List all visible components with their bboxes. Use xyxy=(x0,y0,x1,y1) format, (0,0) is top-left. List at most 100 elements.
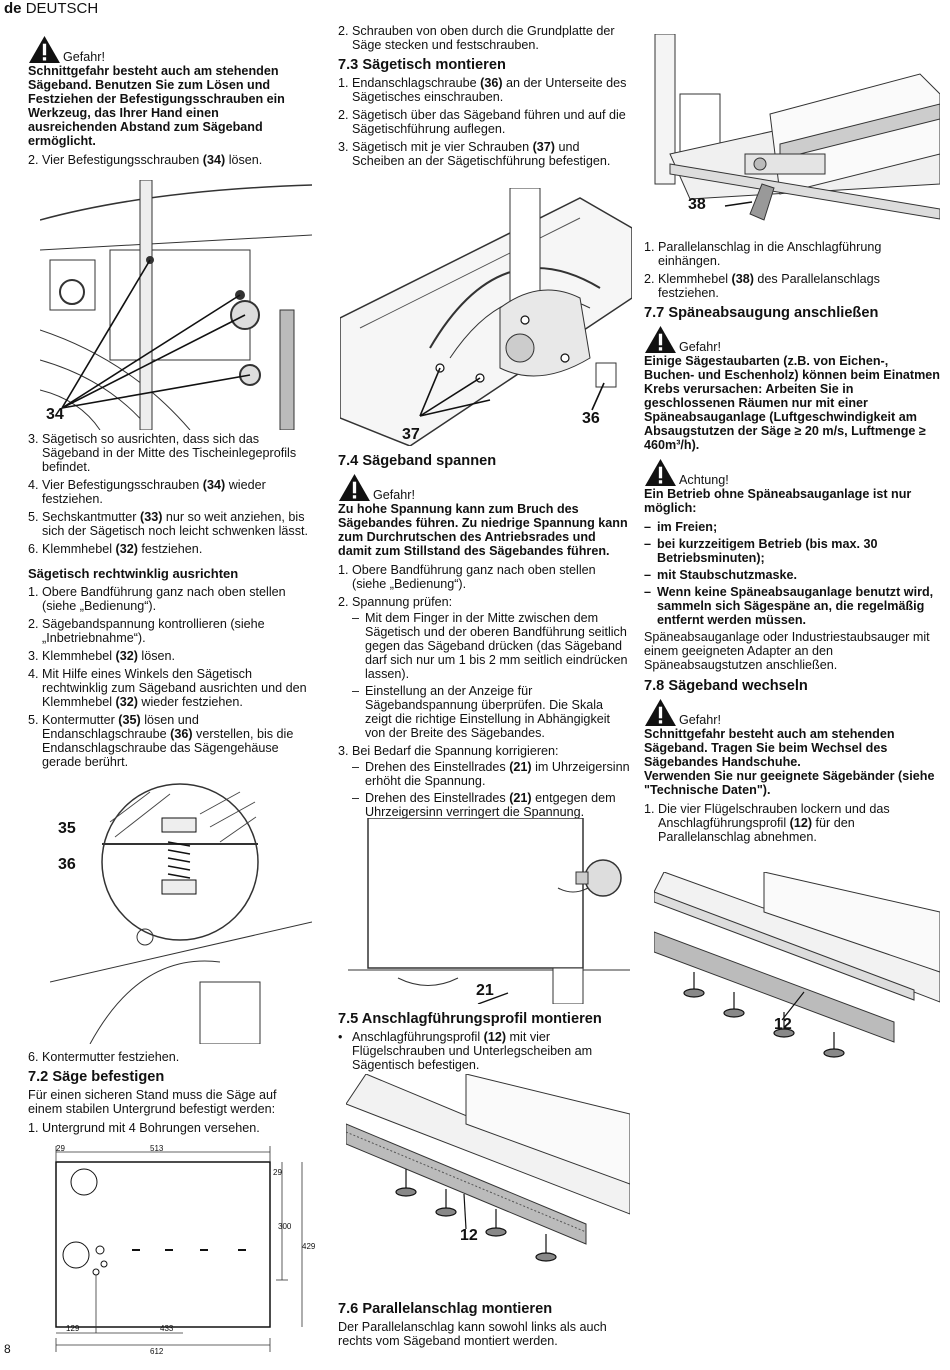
warning-74: Gefahr! xyxy=(338,472,632,502)
col3-text: 1.Parallelanschlag in die Anschlagführun… xyxy=(644,240,940,848)
step-2-bolts: 2.Schrauben von oben durch die Grundplat… xyxy=(338,24,615,52)
label-38: 38 xyxy=(688,196,706,213)
label-36a: 36 xyxy=(58,856,76,873)
warning-triangle-icon xyxy=(645,698,676,727)
label-36b: 36 xyxy=(582,410,600,427)
step-2: 2. Vier Befestigungsschrauben (34) lösen… xyxy=(28,153,263,167)
sec72-text: Für einen sicheren Stand muss die Säge a… xyxy=(28,1088,277,1116)
step-4b: 4.Mit Hilfe eines Winkels den Sägetisch … xyxy=(28,667,307,709)
sec74-step-3: 3.Bei Bedarf die Spannung korrigieren: D… xyxy=(338,744,632,819)
warning-word: Gefahr! xyxy=(679,340,721,354)
label-37: 37 xyxy=(402,426,420,443)
dim-513: 513 xyxy=(150,1144,164,1153)
label-35: 35 xyxy=(58,820,76,837)
sec74-step-1: 1.Obere Bandführung ganz nach oben stell… xyxy=(338,563,596,591)
warning-triangle-icon xyxy=(645,325,676,354)
col2-sec74: 7.4 Sägeband spannen Gefahr! Zu hohe Spa… xyxy=(338,448,632,823)
warning-text-77: Einige Sägestaubarten (z.B. von Eichen-,… xyxy=(644,354,940,452)
figure-table-screws: 34 xyxy=(40,180,312,430)
figure-parallel-fence: 38 xyxy=(650,34,940,234)
col1-sec72: 6.Kontermutter festziehen. 7.2 Säge befe… xyxy=(28,1050,314,1139)
lang-code: de xyxy=(4,0,22,17)
heading-7-3: 7.3 Sägetisch montieren xyxy=(338,57,506,73)
sec74-dash-3: Drehen des Einstellrades (21) im Uhrzeig… xyxy=(352,760,632,788)
warning-text-1: Schnittgefahr besteht auch am stehenden … xyxy=(28,64,285,148)
sec73-step-3: 3.Sägetisch mit je vier Schrauben (37) u… xyxy=(338,140,611,168)
warning-text-74: Zu hohe Spannung kann zum Bruch des Säge… xyxy=(338,502,628,558)
warning-77: Gefahr! xyxy=(644,324,940,354)
label-21: 21 xyxy=(476,982,494,999)
heading-7-8: 7.8 Sägeband wechseln xyxy=(644,678,808,694)
figure-fence-profile-removal: 12 xyxy=(654,872,940,1062)
label-12a: 12 xyxy=(460,1227,478,1244)
sec78-step-1: 1.Die vier Flügelschrauben lockern und d… xyxy=(644,802,890,844)
warning-word: Gefahr! xyxy=(373,488,415,502)
col3-step-2: 2.Klemmhebel (38) des Parallelanschlags … xyxy=(644,272,880,300)
warning-text-78b: Verwenden Sie nur geeignete Sägebänder (… xyxy=(644,769,935,797)
sec74-dash-1: Mit dem Finger in der Mitte zwischen dem… xyxy=(352,611,632,681)
heading-7-5: 7.5 Anschlagführungsprofil montieren xyxy=(338,1011,602,1027)
page-number: 8 xyxy=(4,1342,11,1356)
step-1b: 1.Obere Bandführung ganz nach oben stell… xyxy=(28,585,286,613)
heading-7-2: 7.2 Säge befestigen xyxy=(28,1069,165,1085)
dim-29b: 29 xyxy=(273,1168,282,1177)
dim-612: 612 xyxy=(150,1347,164,1356)
col2-sec75: 7.5 Anschlagführungsprofil montieren •An… xyxy=(338,1006,632,1076)
figure-tension-knob: 21 xyxy=(348,818,630,1004)
dim-300: 300 xyxy=(278,1222,292,1231)
heading-7-4: 7.4 Sägeband spannen xyxy=(338,453,497,469)
dim-433: 433 xyxy=(160,1324,174,1333)
col1-top: Gefahr! Schnittgefahr besteht auch am st… xyxy=(28,32,310,171)
step-3b: 3.Klemmhebel (32) lösen. xyxy=(28,649,176,663)
page-header: de DEUTSCH xyxy=(4,0,98,18)
achtung-77: Achtung! xyxy=(644,457,940,487)
figure-saw-table-mount: 37 36 xyxy=(340,188,632,446)
col1-steps-a: 3.Sägetisch so ausrichten, dass sich das… xyxy=(28,432,314,773)
warning-78: Gefahr! xyxy=(644,697,940,727)
sec73-step-2: 2.Sägetisch über das Sägeband führen und… xyxy=(338,108,626,136)
warning-triangle-icon xyxy=(29,35,60,64)
step-6b: 6.Kontermutter festziehen. xyxy=(28,1050,180,1064)
label-34: 34 xyxy=(46,406,64,423)
col2-top: 2.Schrauben von oben durch die Grundplat… xyxy=(338,24,630,172)
heading-7-7: 7.7 Späneabsaugung anschließen xyxy=(644,305,879,321)
heading-7-6: 7.6 Parallelanschlag montieren xyxy=(338,1301,553,1317)
achtung-dash-3: mit Staubschutzmaske. xyxy=(644,568,940,582)
step-5b: 5.Kontermutter (35) lösen und Endanschla… xyxy=(28,713,294,769)
col3-step-1: 1.Parallelanschlag in die Anschlagführun… xyxy=(644,240,882,268)
sec74-dash-2: Einstellung an der Anzeige für Sägebands… xyxy=(352,684,632,740)
warning-triangle-icon xyxy=(339,473,370,502)
achtung-dash-1: im Freien; xyxy=(644,520,940,534)
dim-129: 129 xyxy=(66,1324,80,1333)
sec73-step-1: 1.Endanschlagschraube (36) an der Unters… xyxy=(338,76,627,104)
figure-base-plate: 29 513 29 300 429 129 433 612 xyxy=(40,1140,316,1358)
step-4a: 4.Vier Befestigungsschrauben (34) wieder… xyxy=(28,478,266,506)
achtung-dash-2: bei kurzzeitigem Betrieb (bis max. 30 Be… xyxy=(644,537,940,565)
sec76-text: Der Parallelanschlag kann sowohl links a… xyxy=(338,1320,607,1348)
step-6a: 6.Klemmhebel (32) festziehen. xyxy=(28,542,203,556)
subheading-square: Sägetisch rechtwinklig ausrichten xyxy=(28,566,239,581)
caution-triangle-icon xyxy=(645,458,676,487)
achtung-dash-4: Wenn keine Späneabsauganlage benutzt wir… xyxy=(644,585,940,627)
warning-text-78: Schnittgefahr besteht auch am stehenden … xyxy=(644,727,895,769)
sec77-text: Späneabsauganlage oder Industriestaubsau… xyxy=(644,630,930,672)
sec75-bullet: •Anschlagführungsprofil (12) mit vier Fl… xyxy=(338,1030,593,1072)
figure-fence-profile: 12 xyxy=(346,1074,630,1292)
sec74-dash-4: Drehen des Einstellrades (21) entgegen d… xyxy=(352,791,632,819)
col2-sec76: 7.6 Parallelanschlag montieren Der Paral… xyxy=(338,1296,632,1353)
step-5a: 5.Sechskantmutter (33) nur so weit anzie… xyxy=(28,510,309,538)
figure-endstop-screw: 35 36 xyxy=(50,782,312,1044)
label-12b: 12 xyxy=(774,1016,792,1033)
warning-word: Gefahr! xyxy=(679,713,721,727)
warning-1: Gefahr! xyxy=(28,34,310,64)
achtung-text: Ein Betrieb ohne Späneabsauganlage ist n… xyxy=(644,487,912,515)
step-3a: 3.Sägetisch so ausrichten, dass sich das… xyxy=(28,432,297,474)
lang-name: DEUTSCH xyxy=(25,0,99,17)
sec74-step-2: 2.Spannung prüfen: Mit dem Finger in der… xyxy=(338,595,632,740)
achtung-word: Achtung! xyxy=(679,473,729,487)
dim-29a: 29 xyxy=(56,1144,65,1153)
warning-word: Gefahr! xyxy=(63,50,105,64)
sec72-step-1: 1.Untergrund mit 4 Bohrungen versehen. xyxy=(28,1121,260,1135)
step-2b: 2.Sägebandspannung kontrollieren (siehe … xyxy=(28,617,265,645)
dim-429: 429 xyxy=(302,1242,316,1251)
